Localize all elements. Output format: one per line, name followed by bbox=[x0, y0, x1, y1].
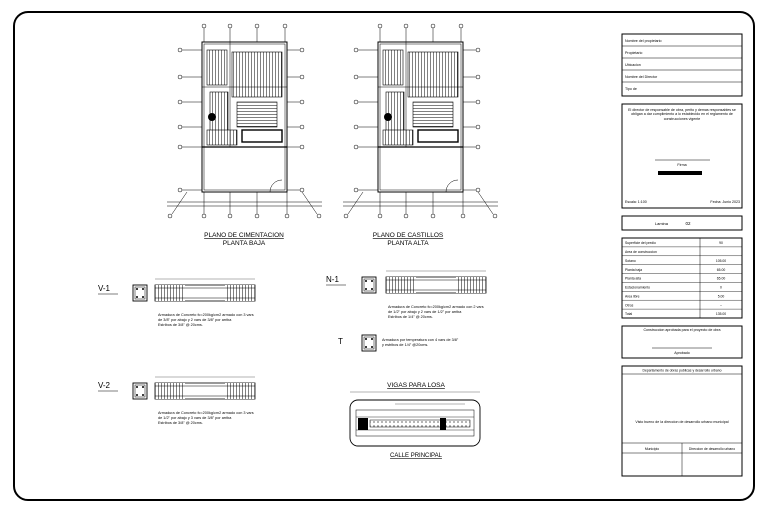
tb-footer-left: Municipio bbox=[645, 447, 659, 451]
plan-castillos-title: PLANO DE CASTILLOS bbox=[373, 232, 444, 239]
v1-note-1: Armadura de Concreto fc=200kg/cm2 armado… bbox=[158, 313, 254, 317]
v2-section bbox=[132, 382, 148, 400]
vigas-losa-drawing bbox=[349, 391, 481, 447]
tb-approval-label: Aprobado bbox=[674, 351, 690, 355]
vigas-losa-title: VIGAS PARA LOSA bbox=[387, 382, 445, 389]
plan-cimentacion-subtitle: PLANTA BAJA bbox=[223, 240, 266, 247]
v1-note-3: Estribos de 3/8" @ 20cms. bbox=[158, 323, 203, 327]
area-row-value: 105.00 bbox=[716, 259, 726, 263]
tb-field-3: Nombre del Director bbox=[625, 75, 658, 79]
title-block: Nombre del propietario Propietario Ubica… bbox=[621, 33, 743, 477]
n1-note-1: Armadura de Concreto fc=200kg/cm2 armado… bbox=[388, 305, 484, 309]
tb-statement: El director de responsable de obra, peri… bbox=[628, 108, 736, 121]
t-label: T bbox=[338, 337, 343, 346]
tb-scale: Escala: 1:100 bbox=[625, 200, 647, 204]
area-row-value: 65.00 bbox=[717, 268, 726, 272]
area-row-value: 90 bbox=[719, 241, 723, 245]
v2-note-2: de 1/2" por abajo y 3 vars de 3/8" por a… bbox=[158, 416, 232, 420]
area-row-value: 5.00 bbox=[718, 294, 725, 298]
area-row-label: Area de construccion bbox=[625, 250, 657, 254]
t-note-2: y estribos de 1/4" @20cms. bbox=[382, 343, 428, 347]
tb-approval-text: Construccion aprobada para el proyecto d… bbox=[643, 328, 721, 332]
area-row-label: Superficie del predio bbox=[625, 241, 656, 245]
area-row-label: Otros bbox=[625, 303, 634, 307]
tb-municipal-text: Visto bueno de la direccion de desarroll… bbox=[635, 420, 729, 424]
tb-field-4: Tipo de bbox=[625, 87, 637, 91]
area-row-value: -- bbox=[720, 303, 722, 307]
area-row-label: Planta baja bbox=[625, 268, 642, 272]
area-row-label: Planta alta bbox=[625, 277, 641, 281]
n1-note-3: Estribos de 1/4" @ 20cms. bbox=[388, 315, 433, 319]
area-row-value: 135.00 bbox=[716, 312, 726, 316]
tb-plate-prefix: Lamina bbox=[655, 221, 669, 226]
v1-label: V-1 bbox=[98, 284, 111, 293]
t-section bbox=[361, 334, 377, 352]
v1-section bbox=[132, 284, 148, 302]
n1-section bbox=[361, 276, 377, 294]
plan-castillos-subtitle: PLANTA ALTA bbox=[387, 240, 429, 247]
v2-label: V-2 bbox=[98, 381, 111, 390]
tb-date: Fecha: Junio 2023 bbox=[710, 200, 740, 204]
tb-plate-number: 02 bbox=[685, 221, 691, 226]
area-row-label: Estacionamiento bbox=[625, 286, 650, 290]
t-note-1: Armadura por temperatura con 4 vars de 3… bbox=[382, 338, 459, 342]
area-row-label: Area libre bbox=[625, 294, 640, 298]
v2-note-1: Armadura de Concreto fc=200kg/cm2 armado… bbox=[158, 411, 254, 415]
n1-note-2: de 1/2" por abajo y 2 vars de 1/2" por a… bbox=[388, 310, 462, 314]
tb-field-1: Propietario bbox=[625, 51, 642, 55]
plan-cimentacion-title: PLANO DE CIMENTACION bbox=[204, 232, 284, 239]
tb-municipal-title: Departamento de obras publicas y desarro… bbox=[643, 369, 722, 373]
v1-note-2: de 3/8" por abajo y 2 vars de 3/8" por a… bbox=[158, 318, 232, 322]
area-row-label: Sotano bbox=[625, 259, 636, 263]
vigas-losa-street: CALLE PRINCIPAL bbox=[390, 453, 443, 459]
tb-signature-label: Firma bbox=[677, 163, 686, 167]
tb-footer-right: Direccion de desarrollo urbano bbox=[689, 447, 735, 451]
tb-field-0: Nombre del propietario bbox=[625, 39, 662, 43]
n1-label: N-1 bbox=[326, 275, 339, 284]
area-row-value: 65.00 bbox=[717, 277, 726, 281]
area-row-label: Total bbox=[625, 312, 632, 316]
area-row-value: 0 bbox=[720, 286, 722, 290]
v2-note-3: Estribos de 3/8" @ 20cms. bbox=[158, 421, 203, 425]
tb-field-2: Ubicacion bbox=[625, 63, 641, 67]
